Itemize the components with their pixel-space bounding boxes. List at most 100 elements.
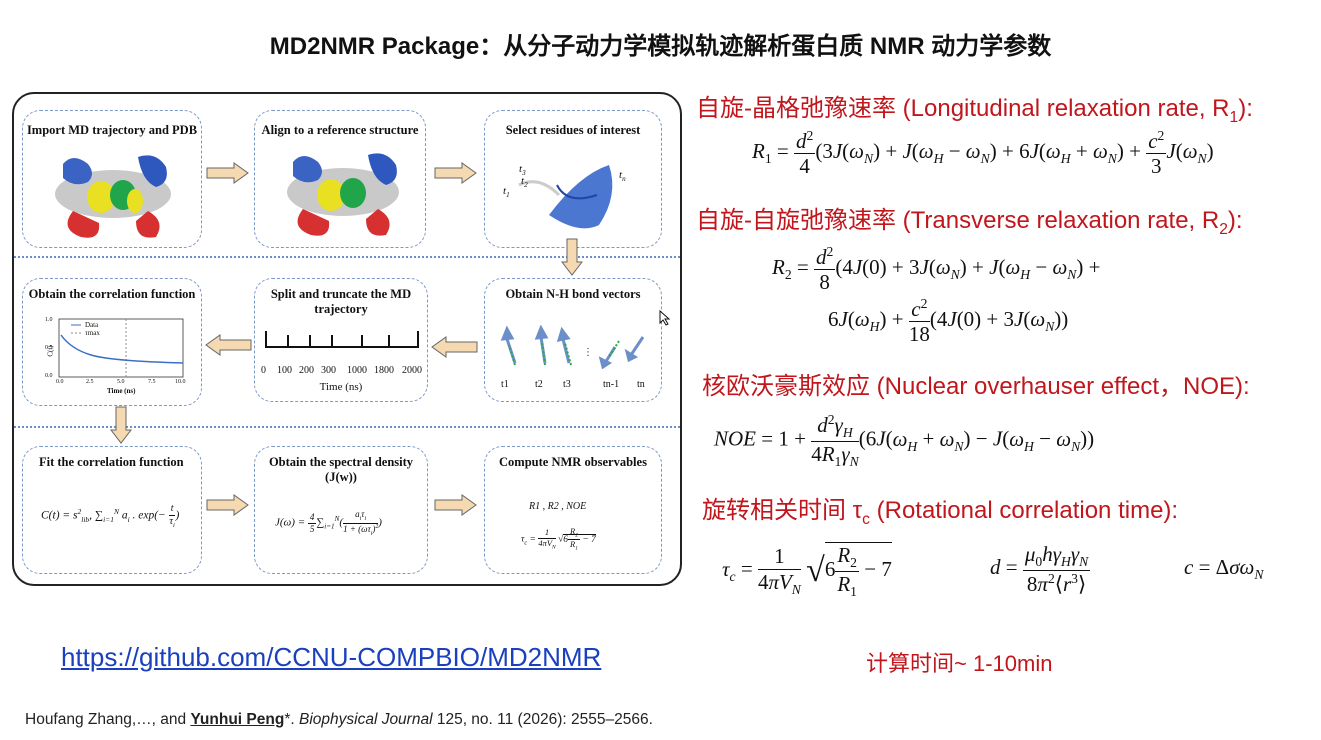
flow-arrow-left	[431, 336, 478, 358]
time-tick: 300	[321, 365, 336, 376]
flow-arrow-right	[206, 494, 249, 516]
heading-tail: ):	[1238, 95, 1253, 122]
x-tick: 10.0	[175, 379, 186, 385]
step-title: Obtain the spectral density (J(w))	[268, 455, 414, 484]
correlation-plot	[58, 318, 184, 378]
flow-arrow-right	[206, 162, 249, 184]
step-title: Obtain N-H bond vectors	[505, 287, 641, 301]
residue-sub: 2	[524, 181, 528, 190]
vector-label: t1	[501, 379, 509, 390]
vector-label: t3	[563, 379, 571, 390]
step-import: Import MD trajectory and PDB	[22, 110, 202, 248]
step-title: Select residues of interest	[505, 123, 641, 137]
time-tick: 0	[261, 365, 266, 376]
residue-label: t	[619, 169, 623, 181]
heading-text: 核欧沃豪斯效应 (Nuclear overhauser effect，NOE):	[702, 373, 1250, 400]
step-align: Align to a reference structure	[254, 110, 426, 248]
compute-time-note: 计算时间~ 1-10min	[866, 651, 1053, 676]
y-tick: 0.5	[45, 345, 53, 351]
vector-label: tn	[637, 379, 645, 390]
citation: Houfang Zhang,…, and Yunhui Peng*. Bioph…	[25, 711, 653, 729]
step-split-truncate: Split and truncate the MD trajectory 0 1…	[254, 278, 428, 402]
heading-sub: 1	[1229, 108, 1239, 126]
residue-sub: 1	[506, 191, 510, 200]
time-tick: 1800	[374, 365, 394, 376]
legend-tau: τmax	[85, 329, 100, 337]
heading-text: 自旋-自旋弛豫速率 (Transverse relaxation rate, R	[696, 207, 1220, 234]
mouse-cursor-icon	[659, 310, 671, 326]
time-tick: 2000	[402, 365, 422, 376]
residue-sub: 3	[522, 169, 526, 178]
citation-authors: Houfang Zhang,…, and	[25, 711, 191, 728]
y-tick: 1.0	[45, 317, 53, 323]
citation-journal: Biophysical Journal	[298, 711, 433, 728]
step-title: Fit the correlation function	[39, 455, 184, 469]
flow-arrow-down	[110, 406, 132, 444]
citation-star: *.	[284, 711, 299, 728]
step-nh-vectors: Obtain N-H bond vectors ⋮ t1 t2 t3 tn-1 …	[484, 278, 662, 402]
time-tick: 200	[299, 365, 314, 376]
residue-label: t	[521, 175, 525, 187]
protein-structure-image	[55, 155, 171, 238]
nh-vector-arrows: ⋮	[500, 325, 645, 369]
section-heading-r2: 自旋-自旋弛豫速率 (Transverse relaxation rate, R…	[696, 200, 1243, 239]
corr-xlabel: Time (ns)	[107, 387, 136, 395]
equation-c: c = ΔσωN	[1184, 555, 1264, 583]
flow-arrow-left	[205, 334, 252, 356]
y-tick: 0.0	[45, 373, 53, 379]
step-spectral-density: Obtain the spectral density (J(w)) J(ω) …	[254, 446, 428, 574]
legend-data: Data	[85, 321, 99, 329]
step-title: Obtain the correlation function	[28, 287, 196, 301]
row-separator	[14, 426, 680, 428]
timeline-axis	[265, 331, 419, 348]
svg-text:⋮: ⋮	[583, 347, 593, 358]
citation-details: 125, no. 11 (2026): 2555–2566.	[432, 711, 653, 728]
residue-sub: n	[622, 175, 626, 184]
heading-tail: (Rotational correlation time):	[869, 497, 1179, 524]
time-tick: 100	[277, 365, 292, 376]
heading-sub: c	[862, 510, 870, 528]
step-title: Import MD trajectory and PDB	[26, 123, 198, 137]
observables-list: R1 , R2 , NOE	[529, 501, 587, 512]
step-title: Compute NMR observables	[499, 455, 647, 469]
step-correlation-function: Obtain the correlation function Data τma…	[22, 278, 202, 406]
section-heading-noe: 核欧沃豪斯效应 (Nuclear overhauser effect，NOE):	[702, 366, 1250, 401]
residue-trajectory-image	[518, 165, 613, 229]
x-tick: 2.5	[86, 379, 94, 385]
aligned-structure-image	[287, 153, 399, 236]
timeline-xlabel: Time (ns)	[319, 381, 363, 393]
residue-label: t	[503, 185, 507, 197]
heading-sub: 2	[1219, 220, 1228, 238]
step-title: Align to a reference structure	[261, 123, 419, 137]
flow-arrow-right	[434, 494, 477, 516]
section-heading-tauc: 旋转相关时间 τc (Rotational correlation time):	[702, 490, 1178, 529]
flow-arrow-down	[561, 238, 583, 276]
github-link[interactable]: https://github.com/CCNU-COMPBIO/MD2NMR	[61, 642, 602, 672]
step-select-residues: Select residues of interest t1 t2 t3 tn	[484, 110, 662, 248]
x-tick: 7.5	[148, 379, 156, 385]
vector-label: t2	[535, 379, 543, 390]
citation-corresponding-author: Yunhui Peng	[190, 711, 285, 728]
row-separator	[14, 256, 680, 258]
section-heading-r1: 自旋-晶格弛豫速率 (Longitudinal relaxation rate,…	[696, 88, 1253, 127]
step-compute-observables: Compute NMR observables R1 , R2 , NOE τc…	[484, 446, 662, 574]
heading-text: 自旋-晶格弛豫速率 (Longitudinal relaxation rate,…	[696, 95, 1230, 122]
step-title: Split and truncate the MD trajectory	[270, 287, 412, 316]
vector-label: tn-1	[603, 379, 620, 390]
workflow-panel: Import MD trajectory and PDB Align to a …	[12, 92, 682, 586]
x-tick: 0.0	[56, 379, 64, 385]
flow-arrow-right	[434, 162, 477, 184]
page-title: MD2NMR Package：从分子动力学模拟轨迹解析蛋白质 NMR 动力学参数	[269, 33, 1052, 60]
heading-text: 旋转相关时间 τ	[702, 497, 863, 524]
x-tick: 5.0	[117, 379, 125, 385]
time-tick: 1000	[347, 365, 367, 376]
